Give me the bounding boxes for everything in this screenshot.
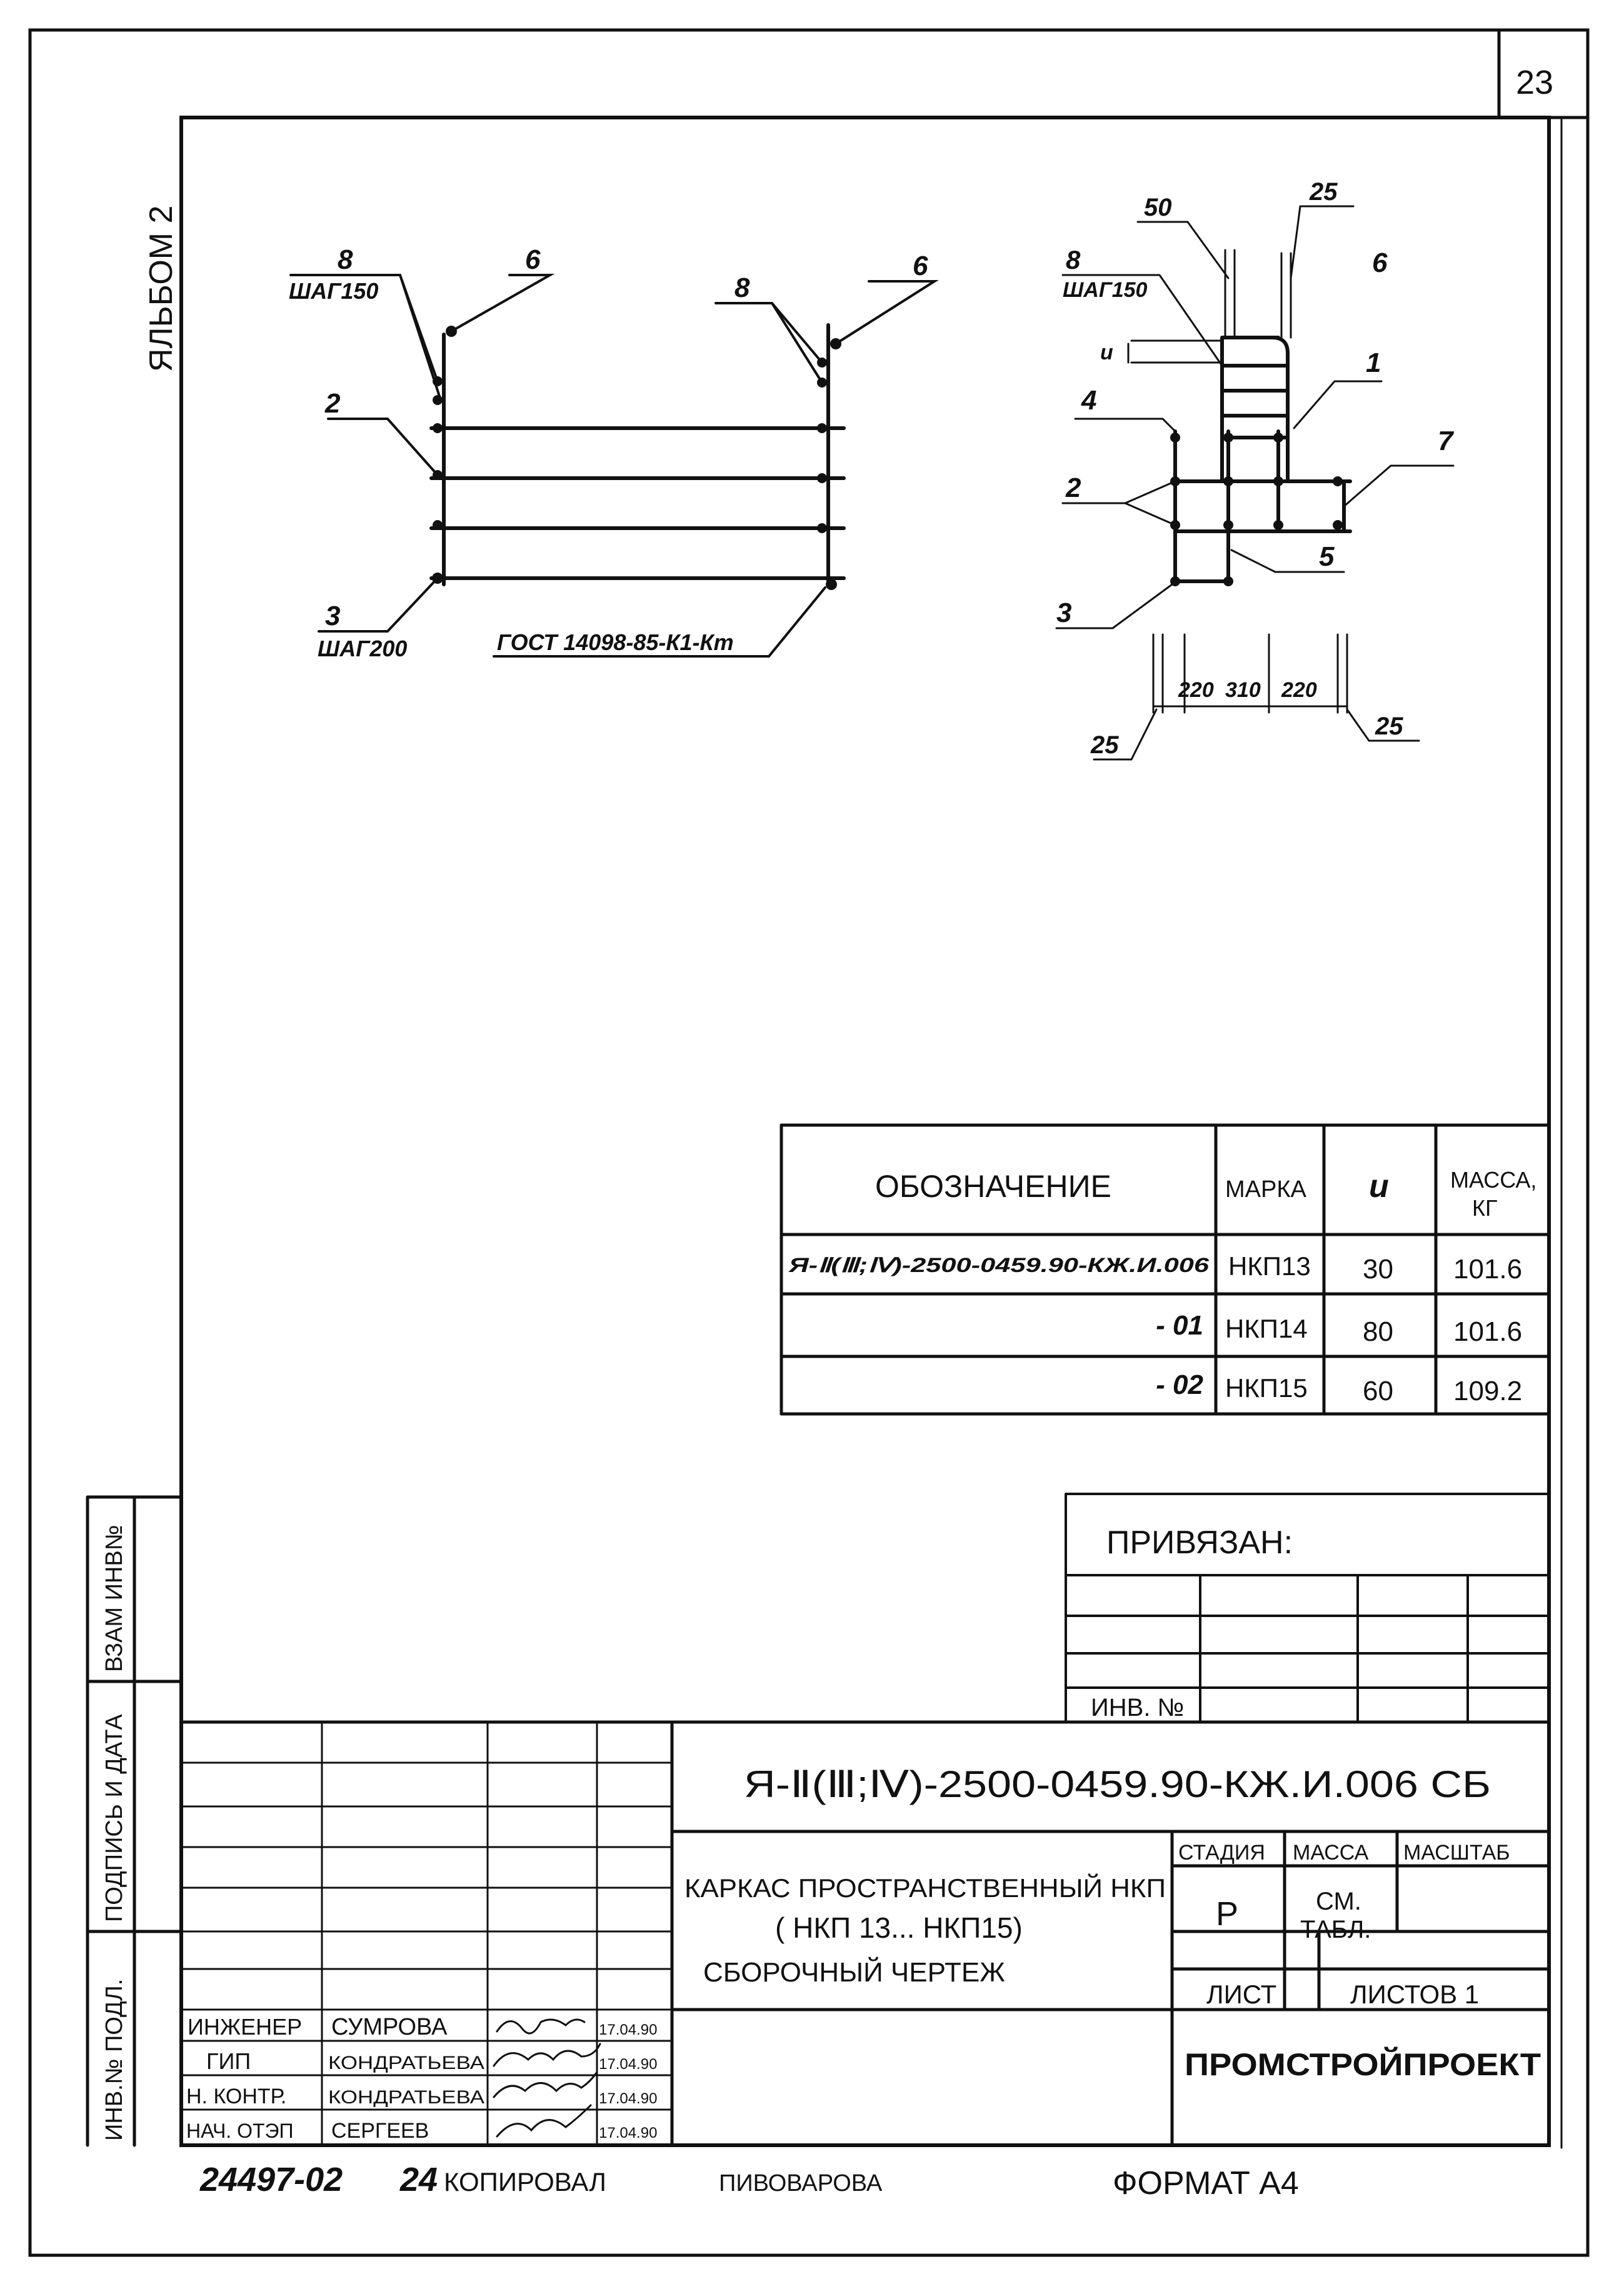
signature-date-3: 17.04.90 — [599, 2090, 657, 2107]
right-dim-25-top: 25 — [1309, 178, 1338, 206]
right-dim-u: u — [1100, 341, 1113, 364]
table-header-u: u — [1369, 1168, 1389, 1205]
signature-role-4: НАЧ. ОТЭП — [186, 2120, 294, 2142]
handwritten-signatures — [493, 2018, 601, 2138]
left-view-dots — [432, 326, 841, 590]
table-row-1-designation: Я-Ⅱ(Ⅲ;Ⅳ)-2500-0459.90-КЖ.И.006 — [788, 1254, 1210, 1276]
spec-table-grid — [779, 1123, 1551, 1416]
right-section-dots — [1170, 433, 1343, 586]
right-callout-2: 2 — [1065, 473, 1081, 503]
format-label: ФОРМАТ А4 — [1113, 2165, 1299, 2201]
page-number: 23 — [1516, 64, 1553, 101]
signature-name-3: КОНДРАТЬЕВА — [328, 2087, 484, 2108]
left-callout-6a: 6 — [525, 244, 541, 275]
privyazan-inv-label: ИНВ. № — [1091, 1694, 1184, 1721]
signature-role-2: ГИП — [206, 2048, 251, 2074]
table-row-2-mass: 101.6 — [1453, 1316, 1522, 1347]
signature-role-3: Н. КОНТР. — [186, 2085, 286, 2108]
signature-date-1: 17.04.90 — [599, 2021, 657, 2038]
title-block-mass-label: МАССА — [1293, 1841, 1369, 1865]
title-block-name-1: КАРКАС ПРОСТРАНСТВЕННЫЙ НКП — [684, 1873, 1166, 1903]
right-section-dims — [1055, 205, 1455, 761]
title-block-scale-label: МАСШТАБ — [1403, 1841, 1510, 1865]
signature-grid — [180, 1721, 673, 2146]
signature-name-2: КОНДРАТЬЕВА — [328, 2053, 484, 2073]
left-gost: ГОСТ 14098-85-К1-Кт — [497, 629, 734, 655]
table-row-2-mark: НКП14 — [1225, 1314, 1308, 1343]
title-block-mass-value-2: ТАБЛ. — [1300, 1916, 1371, 1943]
side-label-podpis: ПОДПИСЬ И ДАТА — [101, 1714, 128, 1922]
left-callout-2: 2 — [324, 388, 341, 419]
title-block-stage-value: Р — [1216, 1895, 1238, 1933]
album-label: ЯЛЬБОМ 2 — [143, 206, 179, 372]
right-callout-8: 8 — [1066, 245, 1081, 274]
title-block-mass-value-1: СМ. — [1316, 1888, 1361, 1915]
right-dim-220a: 220 — [1178, 678, 1214, 702]
outer-frame — [28, 28, 1590, 2257]
left-callout-6b: 6 — [913, 251, 928, 281]
table-row-3-mass: 109.2 — [1453, 1376, 1522, 1406]
copy-number: 24 — [399, 2161, 438, 2198]
table-row-1-mark: НКП13 — [1228, 1251, 1311, 1281]
right-callout-5: 5 — [1319, 541, 1335, 572]
table-row-2-u: 80 — [1363, 1316, 1393, 1347]
privyazan-title: ПРИВЯЗАН: — [1106, 1525, 1293, 1561]
right-callout-4: 4 — [1081, 385, 1096, 416]
table-header-kg: КГ — [1472, 1195, 1497, 1221]
table-header-mass: МАССА, — [1450, 1167, 1536, 1193]
inner-frame — [179, 116, 1551, 2147]
side-label-inv-podl: ИНВ.№ ПОДЛ. — [101, 1979, 128, 2141]
title-block-name-2: ( НКП 13... НКП15) — [775, 1911, 1023, 1944]
table-row-2-designation: - 01 — [1156, 1310, 1203, 1341]
right-callout-3: 3 — [1056, 598, 1071, 628]
table-row-3-designation: - 02 — [1156, 1370, 1203, 1400]
side-label-column — [86, 1495, 183, 2147]
title-block-name-3: СБОРОЧНЫЙ ЧЕРТЕЖ — [703, 1956, 1005, 1988]
right-dim-50: 50 — [1144, 194, 1172, 221]
right-callout-7: 7 — [1438, 426, 1455, 456]
left-step-150: ШАГ150 — [289, 278, 378, 304]
copier-name: ПИВОВАРОВА — [719, 2170, 883, 2196]
left-step-200: ШАГ200 — [318, 636, 407, 661]
table-header-designation: ОБОЗНАЧЕНИЕ — [875, 1169, 1111, 1204]
right-step-150: ШАГ150 — [1063, 278, 1148, 302]
right-callout-6: 6 — [1372, 248, 1388, 278]
signature-role-1: ИНЖЕНЕР — [188, 2014, 302, 2040]
table-row-1-u: 30 — [1363, 1254, 1393, 1285]
right-dim-220b: 220 — [1281, 678, 1317, 702]
left-callout-8: 8 — [338, 244, 353, 275]
table-row-3-mark: НКП15 — [1225, 1373, 1308, 1403]
left-callout-8b: 8 — [734, 273, 750, 303]
right-callout-1: 1 — [1366, 348, 1381, 378]
left-callout-3: 3 — [325, 601, 340, 631]
title-block-code: Я-Ⅱ(Ⅲ;Ⅳ)-2500-0459.90-КЖ.И.006 СБ — [744, 1763, 1491, 1805]
copied-label: КОПИРОВАЛ — [444, 2167, 606, 2196]
signature-name-1: СУМРОВА — [331, 2014, 448, 2040]
left-view-leaders — [289, 274, 939, 658]
title-block-sheet-label: ЛИСТ — [1206, 1980, 1276, 2009]
right-dim-25-left: 25 — [1090, 731, 1119, 759]
title-block-sheets-label: ЛИСТОВ 1 — [1350, 1980, 1479, 2009]
title-block-stage-label: СТАДИЯ — [1178, 1841, 1265, 1865]
signature-name-4: СЕРГЕЕВ — [331, 2119, 429, 2143]
signature-date-2: 17.04.90 — [599, 2056, 657, 2073]
left-view — [429, 323, 846, 586]
right-dim-25-right: 25 — [1375, 713, 1403, 740]
table-row-3-u: 60 — [1363, 1376, 1393, 1406]
copy-id: 24497-02 — [199, 2161, 343, 2198]
right-dim-310: 310 — [1225, 678, 1261, 702]
page-number-box — [1497, 28, 1590, 119]
title-block-organization: ПРОМСТРОЙПРОЕКТ — [1185, 2046, 1541, 2082]
table-header-mark: МАРКА — [1225, 1176, 1306, 1203]
privyazan-grid — [1065, 1493, 1550, 1723]
side-label-vzam: ВЗАМ ИНВ№ — [101, 1525, 128, 1672]
signature-date-4: 17.04.90 — [599, 2125, 657, 2141]
table-row-1-mass: 101.6 — [1453, 1254, 1522, 1285]
